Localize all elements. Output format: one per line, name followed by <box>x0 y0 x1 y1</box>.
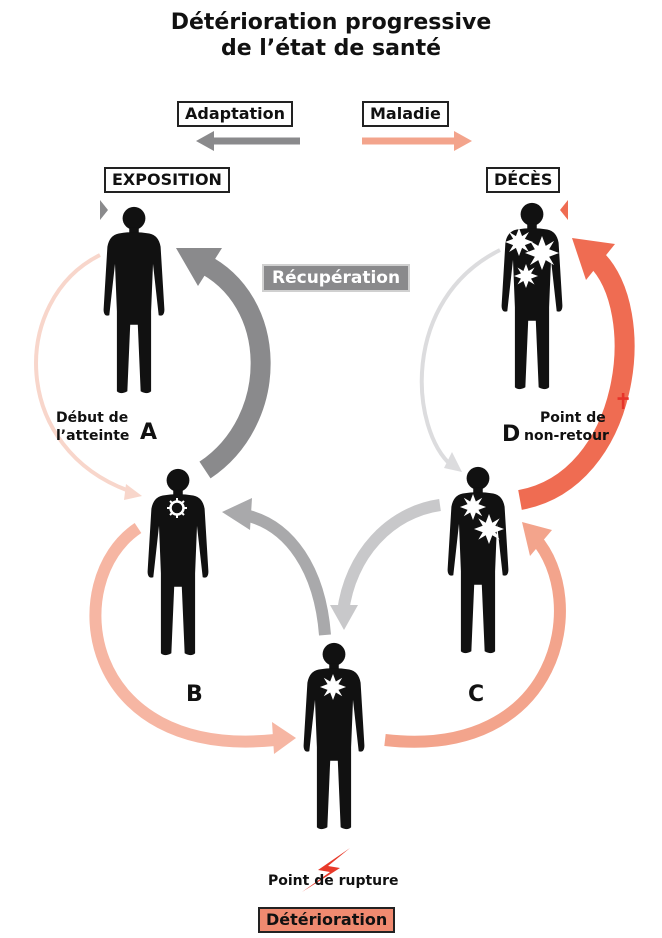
arrow-d-to-c <box>419 248 501 468</box>
title-line-2: de l’état de santé <box>220 36 442 61</box>
adaptation-arrow <box>196 131 300 151</box>
arrow-recuperation <box>195 252 271 479</box>
arrow-d-to-c-head <box>444 452 462 472</box>
injury-burst-icon <box>460 494 486 520</box>
arrow-rupture-to-b <box>243 509 331 636</box>
person-deces <box>501 202 563 390</box>
stage-letter-a: A <box>140 420 158 445</box>
arrow-rupture-to-b-head <box>222 498 252 530</box>
injury-burst-icon <box>320 674 346 700</box>
arrow-b-to-rupture-head <box>272 722 296 754</box>
maladie-label: Maladie <box>362 101 449 127</box>
stage-letter-d: D <box>502 422 521 447</box>
lightning-icon <box>302 848 350 892</box>
person-rupture <box>303 642 365 830</box>
arrow-a-to-b <box>34 253 133 494</box>
deterioration-label: Détérioration <box>258 907 396 933</box>
stage-letter-c: C <box>468 682 485 707</box>
person-exposition <box>103 206 165 394</box>
arrow-a-to-b-head <box>124 484 142 500</box>
stage-letter-b: B <box>186 682 203 707</box>
arrow-c-to-deces <box>517 250 635 510</box>
arrow-rupture-to-c <box>384 534 566 748</box>
person-b <box>147 468 209 656</box>
injury-burst-icon <box>525 236 559 270</box>
a-text-line-1: Début de <box>56 410 129 426</box>
injury-burst-icon <box>474 514 504 544</box>
injury-burst-icon <box>514 264 538 288</box>
d-text-line-2: non-retour <box>524 428 609 444</box>
person-c <box>447 466 509 654</box>
adaptation-label: Adaptation <box>177 101 294 127</box>
arrow-c-to-rupture <box>337 499 442 613</box>
arrow-c-to-rupture-head <box>330 605 358 630</box>
arrow-c-to-deces-head <box>572 238 615 280</box>
title-line-1: Détérioration progressive <box>170 10 492 35</box>
deces-marker <box>560 200 568 220</box>
rupture-label: Point de rupture <box>268 873 399 889</box>
deces-label: DÉCÈS <box>486 167 561 193</box>
exposition-label: EXPOSITION <box>104 167 230 193</box>
a-text-line-2: l’atteinte <box>56 428 130 444</box>
cross-icon: ✝ <box>614 390 633 415</box>
d-text-line-1: Point de <box>540 410 606 426</box>
exposition-marker <box>100 200 108 220</box>
arrow-recuperation-head <box>176 248 222 286</box>
arrow-b-to-rupture <box>89 523 276 748</box>
recuperation-label: Récupération <box>262 264 411 292</box>
arrow-rupture-to-c-head <box>522 522 552 556</box>
maladie-arrow <box>362 131 472 151</box>
